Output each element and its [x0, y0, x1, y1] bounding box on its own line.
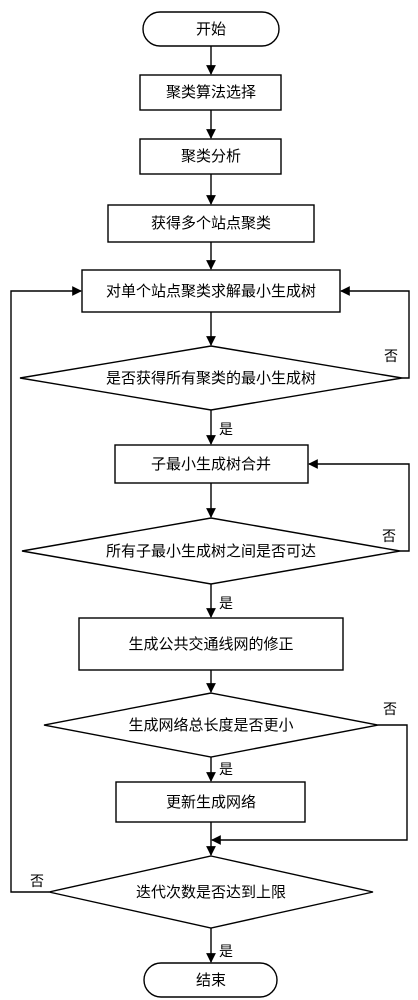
no-label-decision2: 否	[382, 529, 396, 545]
network-correction-label: 生成公共交通线网的修正	[128, 635, 293, 653]
iteration-limit-decision-label: 迭代次数是否达到上限	[136, 883, 286, 901]
algorithm-select-label: 聚类算法选择	[166, 83, 256, 101]
start-label: 开始	[196, 20, 226, 38]
loop-decision4-no	[10, 286, 82, 893]
cluster-analysis-label: 聚类分析	[181, 147, 241, 165]
yes-label-decision1: 是	[219, 422, 233, 438]
merge-sub-mst-label: 子最小生成树合并	[151, 455, 271, 473]
yes-label-decision3: 是	[219, 762, 233, 778]
yes-label-decision4: 是	[219, 944, 233, 960]
all-mst-decision-label: 是否获得所有聚类的最小生成树	[106, 369, 316, 387]
no-label-decision4: 否	[30, 874, 44, 890]
yes-label-decision2: 是	[219, 596, 233, 612]
update-network-label: 更新生成网络	[166, 793, 256, 811]
no-label-decision1: 否	[384, 349, 398, 365]
solve-mst-label: 对单个站点聚类求解最小生成树	[106, 282, 316, 300]
loop-decision1-no	[340, 286, 410, 379]
shorter-decision-label: 生成网络总长度是否更小	[128, 716, 293, 734]
get-clusters-label: 获得多个站点聚类	[151, 214, 271, 232]
reachable-decision-label: 所有子最小生成树之间是否可达	[106, 542, 316, 560]
end-terminal	[143, 962, 278, 998]
end-label: 结束	[196, 971, 226, 989]
loop-decision2-no	[308, 459, 410, 552]
loop-decision3-no	[211, 724, 408, 845]
no-label-decision3: 否	[383, 702, 397, 718]
